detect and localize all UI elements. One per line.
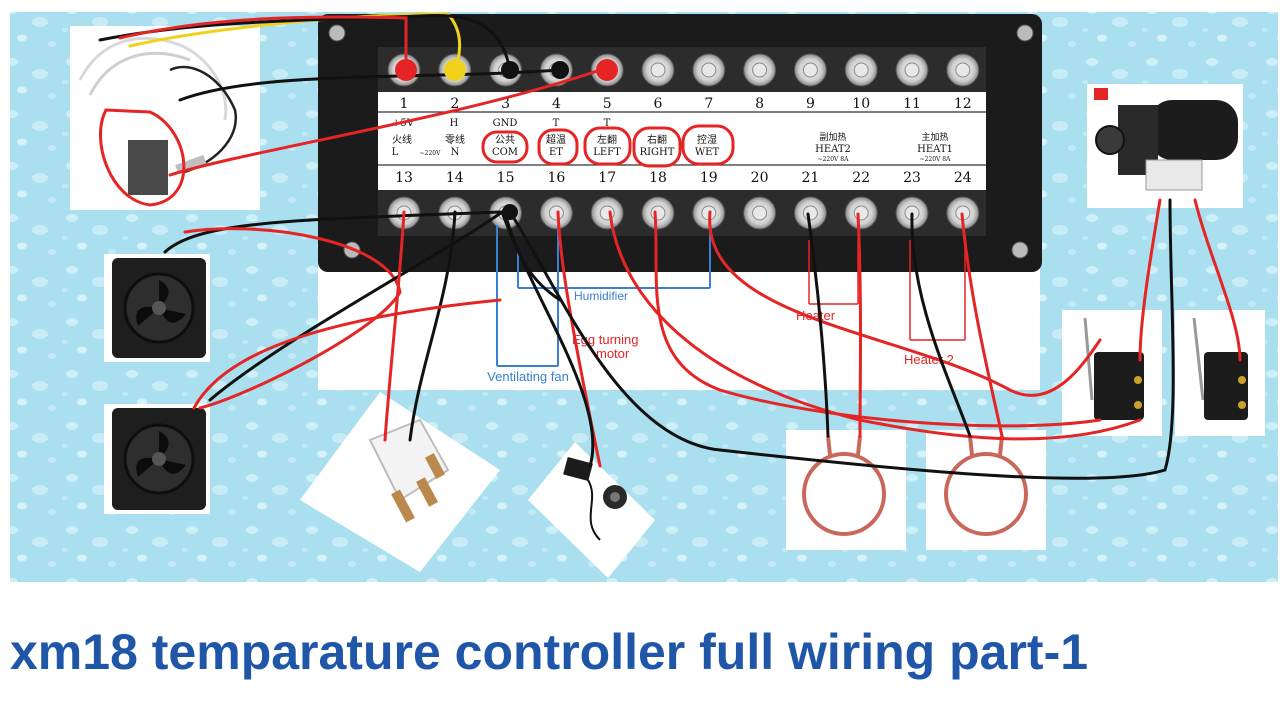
limit-switch-2 [1175,310,1265,436]
label-heater: Heater [796,308,836,323]
label-heat1: HEAT1 [917,144,953,155]
label-wet-cn: 控湿 [697,133,717,146]
terminal-number-6: 6 [654,96,663,112]
terminal-number-24: 24 [954,170,972,186]
terminal-number-3: 3 [501,96,510,112]
label-humidifier: Humidifier [574,289,628,303]
label-n-cn: 零线 [445,133,465,146]
terminal-number-7: 7 [704,96,713,112]
terminal-wire-caps [395,59,618,220]
terminal-number-5: 5 [603,96,612,112]
egg-turning-motor [1087,84,1243,208]
power-plug [300,392,500,572]
label-n: N [451,147,460,158]
label-l-cn: 火线 [392,133,412,146]
limit-switch-1 [1062,310,1162,436]
terminal-screw-7 [692,53,726,87]
terminal-screw-17 [590,196,624,230]
terminal-screw-20 [743,196,777,230]
terminal-number-21: 21 [801,170,819,186]
label-t1: T [553,118,560,129]
label-left-cn: 左翻 [597,133,617,146]
video-caption: xm18 temparature controller full wiring … [10,624,1089,680]
terminal-screw-18 [641,196,675,230]
label-220v: ~220V [420,150,441,157]
ventilating-fan-1 [104,254,210,362]
datasheet-area [318,250,1040,390]
label-left: LEFT [593,147,621,158]
heater-coil-1 [786,430,906,550]
wires [98,12,1242,480]
heater-coil-2 [926,430,1046,550]
terminal-numbers-bottom: 13 14 15 16 17 18 19 20 21 22 23 24 [395,170,972,186]
terminal-number-17: 17 [598,170,616,186]
ventilating-fan-2 [104,404,210,514]
label-highlight-circles [481,124,735,168]
terminal-number-22: 22 [852,170,870,186]
terminal-screw-9 [793,53,827,87]
terminal-number-14: 14 [446,170,464,186]
terminal-screw-22 [844,196,878,230]
terminal-number-15: 15 [497,170,515,186]
humidifier-adapter [528,442,655,578]
label-h: H [450,118,459,129]
label-motor: motor [596,346,630,361]
label-t2: T [604,118,611,129]
terminal-number-1: 1 [400,96,409,112]
label-heat1-v: ~220V 8A [920,156,952,163]
terminal-number-10: 10 [852,96,870,112]
label-right: RIGHT [640,147,675,158]
label-heat2-cn: 副加热 [819,131,846,143]
label-l: L [392,147,399,158]
terminal-screw-10 [844,53,878,87]
label-wet: WET [695,147,720,158]
terminal-screw-11 [895,53,929,87]
terminal-number-16: 16 [547,170,565,186]
label-et: ET [549,147,563,158]
label-gnd: GND [493,118,518,129]
terminal-number-23: 23 [903,170,921,186]
terminal-number-12: 12 [954,96,972,112]
terminal-number-20: 20 [751,170,769,186]
label-right-cn: 右翻 [647,133,667,146]
sensor-probe [70,26,260,210]
terminal-number-11: 11 [903,96,921,112]
terminal-screw-8 [743,53,777,87]
terminal-number-13: 13 [395,170,413,186]
datasheet-annotations: Ventilating fan Humidifier Egg turning m… [487,225,966,384]
terminal-number-19: 19 [700,170,718,186]
terminal-screw-16 [539,196,573,230]
terminal-screw-6 [641,53,675,87]
label-com-cn: 公共 [495,134,515,146]
label-et-cn: 超温 [546,133,566,146]
label-ventilating-fan: Ventilating fan [487,369,569,384]
label-heat1-cn: 主加热 [921,131,948,143]
label-heat2: HEAT2 [815,144,851,155]
label-heat2-v: ~220V 8A [818,156,850,163]
terminal-number-4: 4 [552,96,561,112]
terminal-screw-12 [946,53,980,87]
terminal-number-2: 2 [450,96,459,112]
terminal-number-8: 8 [755,96,764,112]
terminal-number-18: 18 [649,170,667,186]
terminal-number-9: 9 [806,96,815,112]
label-heater2: Heater 2 [904,352,954,367]
label-com: COM [492,147,518,158]
